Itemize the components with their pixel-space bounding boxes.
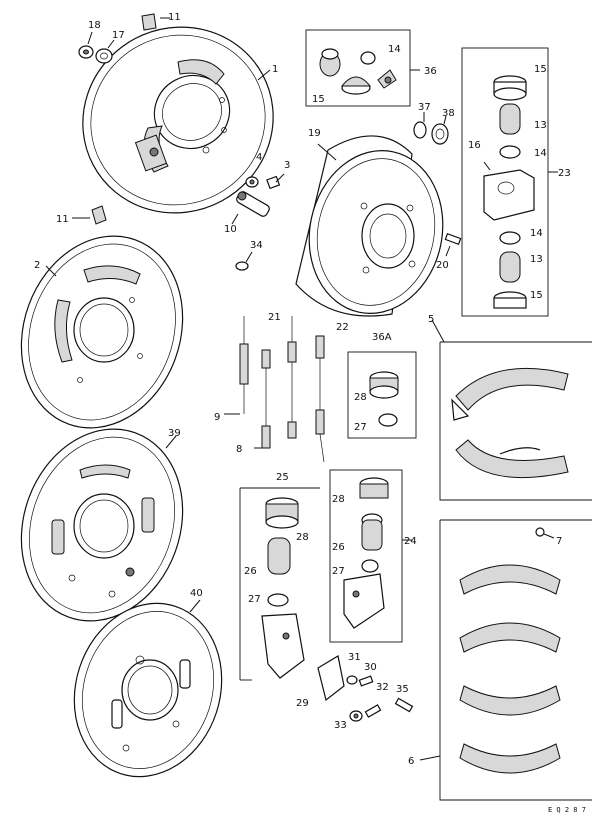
label-17: 17 <box>112 30 125 41</box>
label-20: 20 <box>436 260 449 271</box>
label-3: 3 <box>284 160 290 171</box>
backing-plate-1 <box>82 26 274 214</box>
bolt-20 <box>444 233 462 257</box>
label-5: 5 <box>428 314 434 325</box>
label-29: 29 <box>296 698 309 709</box>
label-9: 9 <box>214 412 220 423</box>
label-19: 19 <box>308 128 321 139</box>
brake-linings-6-box <box>419 519 592 801</box>
label-2: 2 <box>34 260 40 271</box>
kit-36A-box <box>347 351 417 439</box>
callout-labels: 18 17 11 1 4 3 10 11 34 2 19 14 36 15 37… <box>34 12 586 814</box>
brake-shoes-5-box <box>431 319 592 501</box>
clip-37 <box>413 112 427 139</box>
label-40: 40 <box>190 588 203 599</box>
label-15-top: 15 <box>312 94 325 105</box>
label-24: 24 <box>404 536 417 547</box>
label-39: 39 <box>168 428 181 439</box>
assembly-24-box <box>329 469 412 643</box>
label-27-24: 27 <box>332 566 345 577</box>
wheel-cylinder-23-box <box>461 47 558 317</box>
leader-lines <box>45 69 337 613</box>
backing-plate-40 <box>73 602 223 778</box>
label-36: 36 <box>424 66 437 77</box>
label-1: 1 <box>272 64 278 75</box>
label-28-36A: 28 <box>354 392 367 403</box>
washer-31 <box>346 675 358 685</box>
label-28-24: 28 <box>332 494 345 505</box>
label-11-left: 11 <box>56 214 69 225</box>
backing-plate-39 <box>20 428 184 622</box>
adjuster-10 <box>231 191 270 225</box>
label-15-lower: 15 <box>530 290 543 301</box>
washer-18 <box>78 31 94 59</box>
label-14-lower: 14 <box>530 228 543 239</box>
brake-drum-19 <box>295 135 444 317</box>
label-26-24: 26 <box>332 542 345 553</box>
label-32: 32 <box>376 682 389 693</box>
label-36A: 36A <box>372 332 392 343</box>
label-34: 34 <box>250 240 263 251</box>
pin-34 <box>235 251 253 271</box>
drawing-code: E Q 2 8 7 <box>548 806 586 814</box>
label-22: 22 <box>336 322 349 333</box>
label-33: 33 <box>334 720 347 731</box>
backing-plate-2 <box>20 235 184 429</box>
label-4: 4 <box>256 152 262 163</box>
label-6: 6 <box>408 756 414 767</box>
label-7: 7 <box>556 536 562 547</box>
label-26-25: 26 <box>244 566 257 577</box>
label-11-top: 11 <box>168 12 181 23</box>
label-13-lower: 13 <box>530 254 543 265</box>
seal-38 <box>431 115 449 145</box>
kit-36-box <box>305 29 420 107</box>
label-18: 18 <box>88 20 101 31</box>
washer-17 <box>95 39 115 64</box>
label-14-right: 14 <box>534 148 547 159</box>
label-8: 8 <box>236 444 242 455</box>
label-10: 10 <box>224 224 237 235</box>
label-23: 23 <box>558 168 571 179</box>
bolt-3 <box>266 173 285 190</box>
screw-30 <box>358 675 374 687</box>
label-27-25: 27 <box>248 594 261 605</box>
label-37: 37 <box>418 102 431 113</box>
label-27-36A: 27 <box>354 422 367 433</box>
label-15-right-top: 15 <box>534 64 547 75</box>
nut-33 <box>349 710 363 722</box>
springs-group <box>239 316 325 463</box>
bolt-35 <box>394 697 414 713</box>
label-21: 21 <box>268 312 281 323</box>
nut-4 <box>245 176 259 188</box>
label-14-top: 14 <box>388 44 401 55</box>
label-38: 38 <box>442 108 455 119</box>
clip-11-left <box>72 205 107 225</box>
screw-32 <box>364 704 382 718</box>
clip-11-top <box>141 13 170 31</box>
label-31: 31 <box>348 652 361 663</box>
assembly-25-box <box>239 487 320 681</box>
label-35: 35 <box>396 684 409 695</box>
label-25: 25 <box>276 472 289 483</box>
plate-29 <box>317 655 345 702</box>
label-13-top: 13 <box>534 120 547 131</box>
label-30: 30 <box>364 662 377 673</box>
label-16: 16 <box>468 140 481 151</box>
label-28-25: 28 <box>296 532 309 543</box>
